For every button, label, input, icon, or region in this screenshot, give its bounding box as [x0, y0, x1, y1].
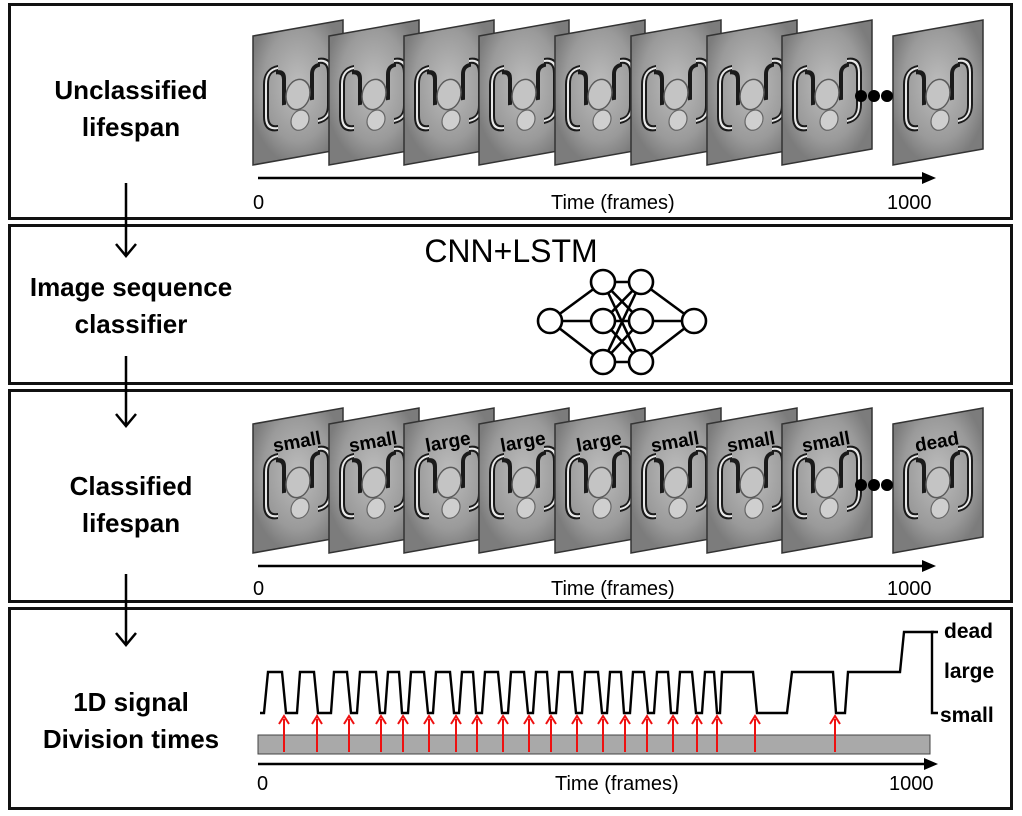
division-arrows	[278, 714, 841, 752]
division-time-arrow	[545, 714, 557, 752]
model-name: CNN+LSTM	[424, 233, 598, 269]
division-time-arrow	[497, 714, 509, 752]
microscopy-frame	[781, 19, 873, 166]
unclassified-frame-stack	[252, 19, 984, 166]
time-axis-middle	[258, 560, 936, 572]
microscopy-frame: small	[706, 407, 798, 554]
panel-label-signal: 1D signal Division times	[42, 687, 220, 754]
time-axis-bottom	[258, 758, 938, 770]
division-time-arrow	[523, 714, 535, 752]
level-label-dead: dead	[944, 620, 993, 643]
division-time-arrow	[641, 714, 653, 752]
axis-start-label: 0	[253, 192, 265, 214]
division-time-arrow	[375, 714, 387, 752]
panel-label-unclassified: Unclassified lifespan	[54, 75, 208, 142]
level-label-small: small	[940, 704, 994, 727]
signal-level-bracket	[930, 630, 938, 715]
nn-node	[589, 307, 617, 335]
division-time-arrow	[471, 714, 483, 752]
nn-node	[627, 307, 655, 335]
nn-node	[680, 307, 708, 335]
axis-start-label: 0	[253, 578, 265, 600]
axis-end-label: 1000	[887, 578, 932, 600]
nn-node	[589, 348, 617, 376]
ellipsis-dots-bottom	[855, 479, 893, 491]
nn-node	[536, 307, 564, 335]
microscopy-frame	[892, 19, 984, 166]
flow-arrow-1	[115, 183, 137, 258]
division-time-arrow	[667, 714, 679, 752]
timeline-bar	[257, 734, 931, 755]
division-time-arrow	[450, 714, 462, 752]
microscopy-frame: dead	[892, 407, 984, 554]
panel-label-classified: Classified lifespan	[69, 471, 193, 538]
division-time-arrow	[397, 714, 409, 752]
axis-title: Time (frames)	[551, 578, 675, 600]
axis-title: Time (frames)	[551, 192, 675, 214]
division-time-arrow	[691, 714, 703, 752]
division-time-arrow	[711, 714, 723, 752]
nn-node	[589, 268, 617, 296]
flow-arrow-2	[115, 356, 137, 428]
classifier-panel: Image sequence classifier CNN+LSTM	[8, 224, 1013, 385]
microscopy-frame: small	[630, 407, 722, 554]
nn-node	[627, 348, 655, 376]
division-time-arrow	[749, 714, 761, 752]
division-time-arrow	[571, 714, 583, 752]
panel-label-classifier: Image sequence classifier	[29, 272, 233, 339]
time-axis-top	[258, 172, 936, 184]
microscopy-frame: small	[781, 407, 873, 554]
neural-network-diagram	[536, 268, 708, 376]
signal-trace	[260, 630, 934, 715]
microscopy-frame: large	[554, 407, 646, 554]
division-time-arrow	[278, 714, 290, 752]
axis-title: Time (frames)	[555, 773, 679, 795]
nn-node	[627, 268, 655, 296]
division-time-arrow	[311, 714, 323, 752]
division-time-arrow	[619, 714, 631, 752]
division-time-arrow	[423, 714, 435, 752]
microscopy-frame: large	[403, 407, 495, 554]
microscopy-frame: small	[252, 407, 344, 554]
ellipsis-dots-top	[855, 90, 893, 102]
division-time-arrow	[597, 714, 609, 752]
division-time-arrow	[829, 714, 841, 752]
flow-arrow-3	[115, 574, 137, 647]
axis-start-label: 0	[257, 773, 269, 795]
axis-end-label: 1000	[887, 192, 932, 214]
division-time-arrow	[343, 714, 355, 752]
axis-end-label: 1000	[889, 773, 934, 795]
level-label-large: large	[944, 660, 994, 683]
microscopy-frame: large	[478, 407, 570, 554]
